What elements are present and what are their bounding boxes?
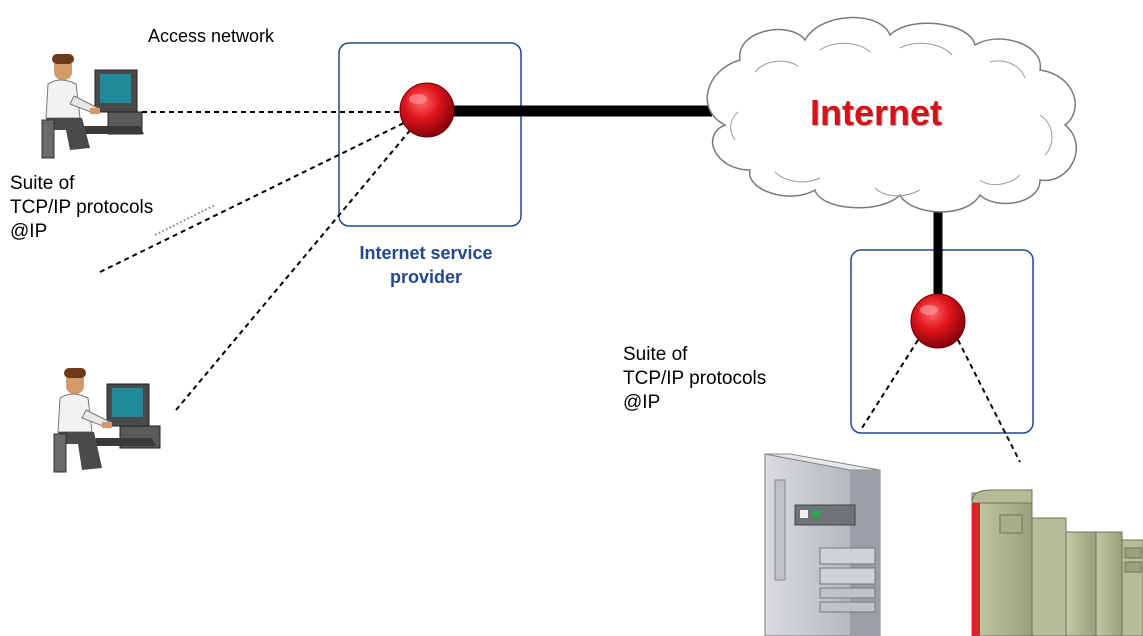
access-link-left <box>99 119 411 273</box>
left-protocol-line2: TCP/IP protocols <box>10 197 154 218</box>
access-network-label: Access network <box>148 26 275 46</box>
destination-router-highlight <box>920 305 938 315</box>
isp-router-highlight <box>409 94 427 104</box>
mainframe-icon <box>971 489 1143 636</box>
isp-box <box>338 42 522 227</box>
left-protocol-line3: @IP <box>10 221 48 242</box>
isp-router <box>399 82 455 138</box>
access-link-gray-segment <box>154 204 216 236</box>
left-protocol-line1: Suite of <box>10 173 75 194</box>
user-workstation-bottom-icon <box>53 368 161 473</box>
user-workstation-top-icon <box>41 54 144 159</box>
server-links <box>861 339 1021 463</box>
internet-cloud <box>706 16 1077 213</box>
destination-router <box>910 293 966 349</box>
internet-label: Internet <box>810 92 943 133</box>
left-protocol-label: Suite of TCP/IP protocols @IP <box>10 172 153 244</box>
isp-label: Internet service provider <box>306 241 546 289</box>
right-protocol-line3: @IP <box>623 392 661 413</box>
right-protocol-label: Suite of TCP/IP protocols @IP <box>623 343 766 415</box>
isp-label-line2: provider <box>389 267 463 287</box>
server-tower-icon <box>764 453 881 636</box>
right-protocol-line2: TCP/IP protocols <box>623 368 767 389</box>
server-link-right <box>957 339 1021 463</box>
right-protocol-line1: Suite of <box>623 344 688 365</box>
access-links <box>99 111 413 411</box>
isp-label-line1: Internet service <box>359 243 493 263</box>
server-link-left <box>861 339 919 429</box>
access-link-bottom-user <box>175 127 413 411</box>
